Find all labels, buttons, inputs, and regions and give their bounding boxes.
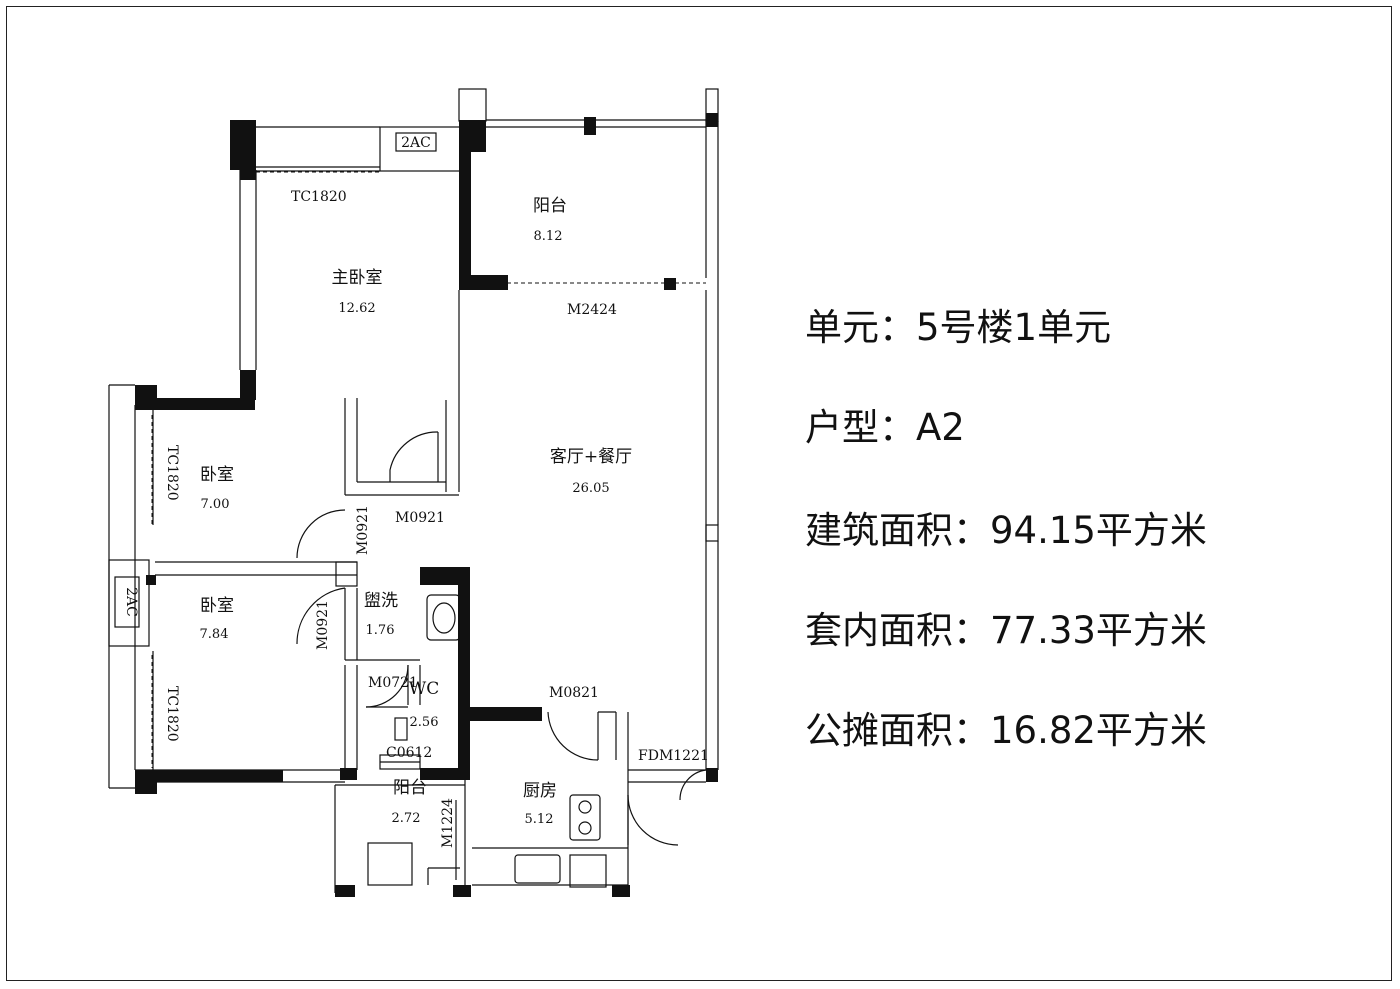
code-m2424: M2424 (567, 302, 617, 318)
room-area-living: 26.05 (572, 481, 609, 496)
room-label-wash: 盥洗 (364, 591, 398, 611)
info-build-area: 建筑面积：94.15平方米 (805, 509, 1207, 552)
room-label-bedroom2: 卧室 (200, 596, 234, 616)
code-m0821: M0821 (549, 685, 599, 701)
room-label-wc: WC (409, 679, 439, 699)
room-label-balcony-top: 阳台 (533, 196, 567, 216)
room-area-balcony-bottom: 2.72 (392, 811, 421, 826)
code-m0921-b: M0921 (355, 505, 371, 555)
room-label-living: 客厅+餐厅 (550, 447, 632, 467)
room-label-bedroom1: 卧室 (200, 465, 234, 485)
room-area-wash: 1.76 (366, 623, 395, 638)
page-frame (6, 6, 1392, 981)
room-area-bedroom2: 7.84 (200, 627, 229, 642)
room-area-bedroom1: 7.00 (201, 497, 230, 512)
room-area-wc: 2.56 (410, 715, 439, 730)
info-unit: 单元：5号楼1单元 (805, 306, 1112, 349)
ac-label-top: 2AC (401, 135, 431, 151)
code-m1224: M1224 (440, 798, 456, 848)
code-m0921-a: M0921 (395, 510, 445, 526)
code-m0721: M0721 (368, 675, 418, 691)
room-area-balcony-top: 8.12 (534, 229, 563, 244)
info-shared-area: 公摊面积：16.82平方米 (805, 709, 1207, 752)
info-inner-area: 套内面积：77.33平方米 (805, 609, 1207, 652)
code-fdm1221: FDM1221 (638, 748, 709, 764)
solid-walls (135, 113, 718, 897)
code-tc-left2: TC1820 (164, 686, 180, 742)
info-type: 户型：A2 (805, 406, 965, 449)
code-tc-left1: TC1820 (164, 445, 180, 501)
code-m0921-c: M0921 (315, 600, 331, 650)
code-c0612: C0612 (386, 745, 432, 761)
room-label-kitchen: 厨房 (523, 781, 557, 801)
ac-label-left: 2AC (123, 587, 139, 617)
code-tc-top: TC1820 (291, 189, 347, 205)
room-label-master: 主卧室 (332, 268, 383, 288)
room-area-master: 12.62 (338, 301, 375, 316)
room-label-balcony-bottom: 阳台 (393, 778, 427, 798)
room-area-kitchen: 5.12 (525, 812, 554, 827)
